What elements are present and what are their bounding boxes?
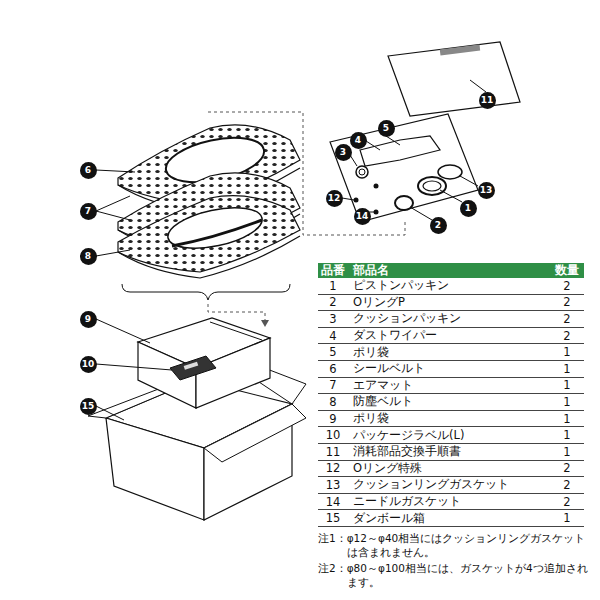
table-header: 部品名: [348, 263, 550, 278]
table-cell: 2: [550, 494, 584, 511]
table-cell: 1: [550, 394, 584, 411]
table-cell: 1: [550, 361, 584, 378]
table-cell: 4: [318, 328, 348, 345]
table-cell: ダンボール箱: [348, 510, 550, 527]
table-cell: 5: [318, 344, 348, 361]
table-cell: 1: [318, 278, 348, 295]
table-header: 品番: [318, 263, 348, 278]
callout-number: 6: [80, 162, 97, 179]
table-cell: 1: [550, 344, 584, 361]
table-cell: エアマット: [348, 378, 550, 395]
callout-number: 4: [350, 132, 367, 149]
table-cell: 1: [550, 411, 584, 428]
table-cell: ニードルガスケット: [348, 494, 550, 511]
callout-number: 11: [479, 92, 496, 109]
note-marker: 注2：: [318, 561, 347, 575]
callout-number: 14: [354, 208, 371, 225]
table-cell: ポリ袋: [348, 411, 550, 428]
callout-number: 15: [80, 398, 97, 415]
callout-number: 12: [326, 190, 343, 207]
table-cell: 2: [318, 295, 348, 312]
table-cell: 3: [318, 311, 348, 328]
callout-number: 10: [80, 356, 97, 373]
table-cell: 2: [550, 295, 584, 312]
table-header: 数量: [550, 263, 584, 278]
table-cell: 13: [318, 477, 348, 494]
table-cell: 1: [550, 444, 584, 461]
table-cell: 8: [318, 394, 348, 411]
table-cell: 1: [550, 427, 584, 444]
callout-number: 3: [335, 144, 352, 161]
table-cell: 14: [318, 494, 348, 511]
callout-number: 1: [460, 200, 477, 217]
callout-number: 8: [80, 248, 97, 265]
table-cell: クッションリングガスケット: [348, 477, 550, 494]
table-cell: ポリ袋: [348, 344, 550, 361]
callout-number: 9: [80, 311, 97, 328]
table-cell: 10: [318, 427, 348, 444]
table-cell: パッケージラベル(L): [348, 427, 550, 444]
table-cell: クッションパッキン: [348, 311, 550, 328]
table-cell: 2: [550, 278, 584, 295]
table-cell: 9: [318, 411, 348, 428]
note-marker: 注1：: [318, 531, 347, 545]
table-cell: Oリング特殊: [348, 461, 550, 478]
table-cell: 12: [318, 461, 348, 478]
table-cell: ダストワイパー: [348, 328, 550, 345]
note-text: φ80～φ100相当には、ガスケットが4つ追加されます。: [347, 561, 594, 589]
table-cell: ピストンパッキン: [348, 278, 550, 295]
callout-number: 5: [378, 120, 395, 137]
table-cell: 15: [318, 510, 348, 527]
table-cell: 1: [550, 378, 584, 395]
table-cell: 1: [550, 510, 584, 527]
table-cell: 7: [318, 378, 348, 395]
table-cell: 防塵ベルト: [348, 394, 550, 411]
table-cell: 6: [318, 361, 348, 378]
table-cell: 2: [550, 328, 584, 345]
table-cell: 11: [318, 444, 348, 461]
callout-number: 13: [478, 182, 495, 199]
table-cell: 2: [550, 311, 584, 328]
callout-number: 2: [430, 217, 447, 234]
table-cell: OリングP: [348, 295, 550, 312]
table-cell: 2: [550, 477, 584, 494]
table-cell: 消耗部品交換手順書: [348, 444, 550, 461]
table-cell: 2: [550, 461, 584, 478]
note-text: φ12～φ40相当にはクッションリングガスケットは含まれません。: [347, 531, 594, 559]
callout-number: 7: [80, 203, 97, 220]
table-cell: シールベルト: [348, 361, 550, 378]
